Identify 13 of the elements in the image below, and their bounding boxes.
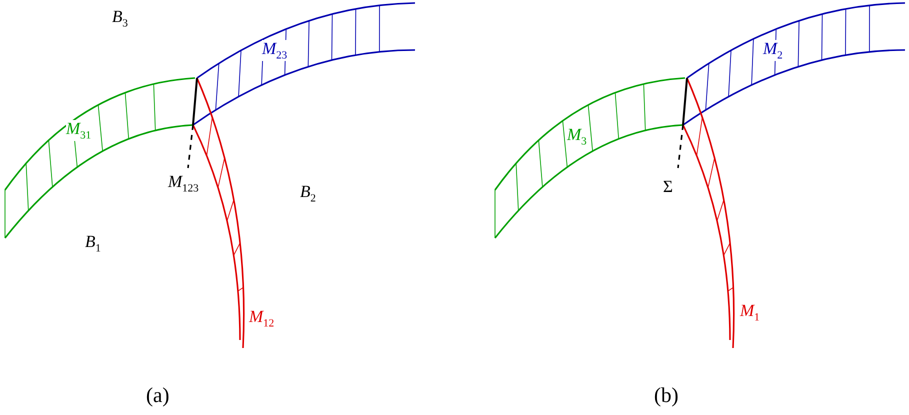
region-label: B$_{2}$ [300,183,316,204]
surface-label: M$_{1}$ [740,302,760,324]
panel-caption: (b) [654,385,678,406]
surface-label: M$_{2}$ [763,40,783,62]
junction-label: M$_{123}$ [168,173,199,194]
junction-label: Σ [663,178,673,195]
region-label: B$_{3}$ [112,8,128,30]
surface-label: M$_{12}$ [249,308,274,330]
region-label: B$_{1}$ [85,233,101,254]
panel-caption: (a) [146,385,170,406]
surface-label: M$_{23}$ [262,40,288,62]
surface-label: M$_{31}$ [66,120,92,142]
surface-label: M$_{3}$ [567,126,587,148]
